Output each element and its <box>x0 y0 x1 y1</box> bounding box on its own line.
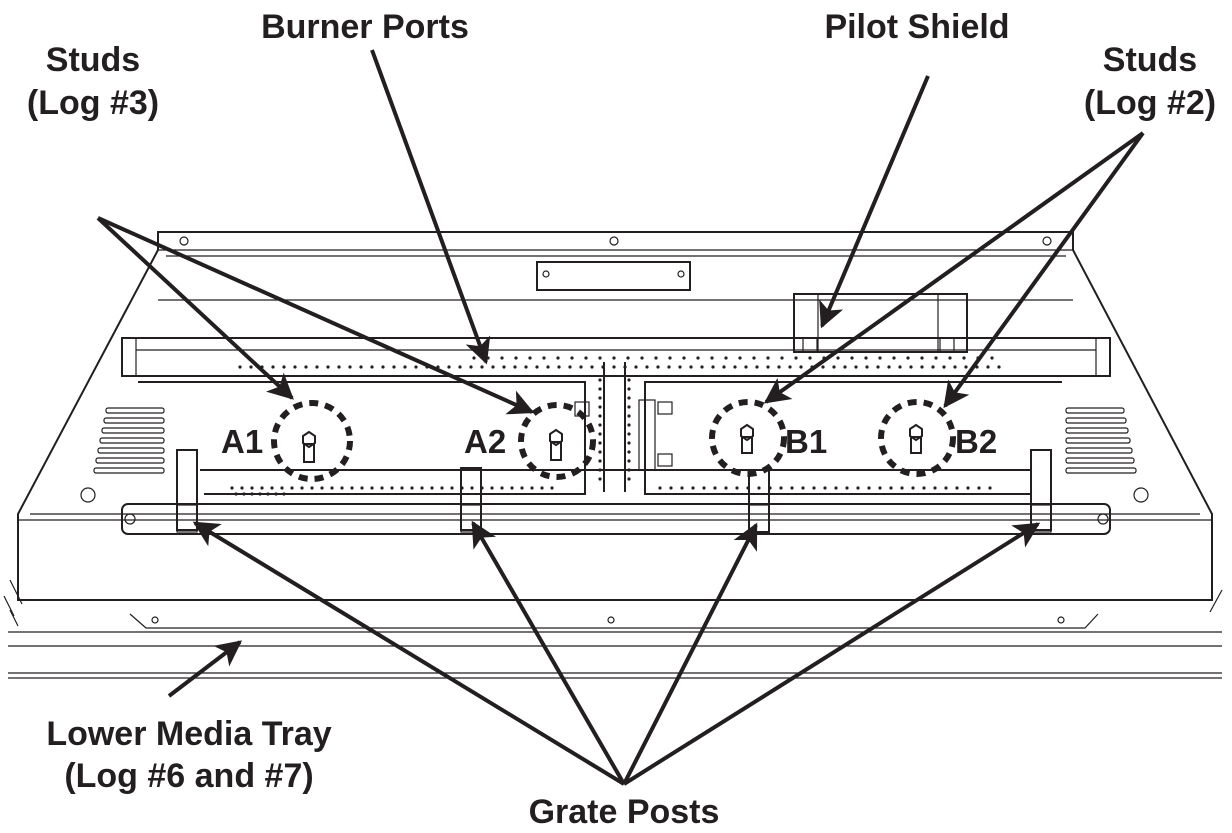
studs-left-sublabel: (Log #3) <box>27 84 159 122</box>
studs-right-label: Studs <box>1103 41 1197 79</box>
burner-ports-label: Burner Ports <box>261 8 469 46</box>
stud-a1 <box>302 430 316 463</box>
stud-tag-b2: B2 <box>955 423 997 460</box>
burner-port-dots <box>230 356 1001 496</box>
lower-media-tray-label: Lower Media Tray <box>46 715 331 753</box>
stud-b2 <box>909 423 923 454</box>
stud-ring-b1 <box>709 399 787 477</box>
stud-tag-b1: B1 <box>785 423 827 460</box>
stud-ring-a2 <box>518 402 596 480</box>
grate-posts <box>176 449 1052 533</box>
stud-tag-a2: A2 <box>464 423 506 460</box>
left-vent <box>93 407 165 474</box>
fireplace-body <box>17 231 1213 601</box>
pilot-shield-label: Pilot Shield <box>824 8 1009 46</box>
stud-a2 <box>549 428 563 461</box>
pilot-assembly <box>793 293 968 353</box>
studs-right-sublabel: (Log #2) <box>1084 84 1216 122</box>
stud-b1 <box>740 423 754 454</box>
stud-ring-b2 <box>878 399 956 477</box>
right-vent <box>1065 407 1137 474</box>
callout-arrows <box>96 49 1145 786</box>
stud-ring-a1 <box>271 400 353 482</box>
media-tray <box>3 579 1223 679</box>
grate-rail <box>121 503 1111 535</box>
lower-media-tray-sublabel: (Log #6 and #7) <box>64 757 313 795</box>
stud-tag-a1: A1 <box>221 423 263 460</box>
burner-tube <box>121 337 1111 495</box>
grate-posts-label: Grate Posts <box>529 793 720 831</box>
studs-left-label: Studs <box>46 41 140 79</box>
